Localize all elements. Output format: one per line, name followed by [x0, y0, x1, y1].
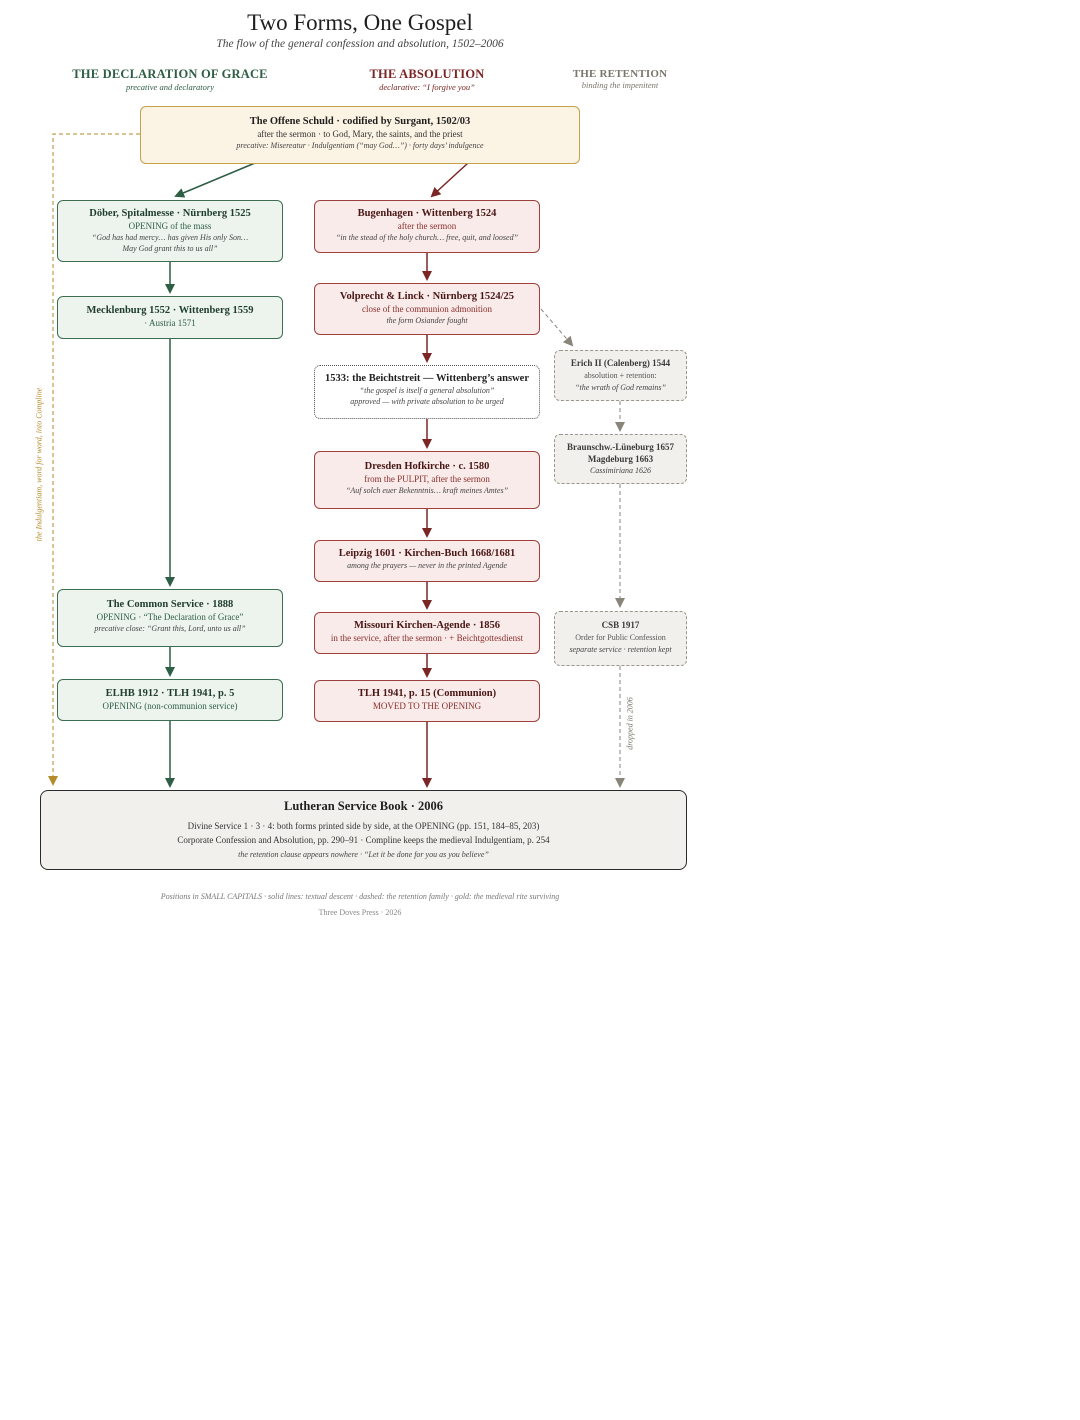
node-bugenhagen-1524: Bugenhagen · Wittenberg 1524 after the s… [314, 200, 540, 253]
node-note: the form Osiander fought [386, 316, 468, 325]
node-title: The Offene Schuld · codified by Surgant,… [249, 116, 471, 127]
column-header-retention: THE RETENTION binding the impenitent [550, 68, 690, 90]
node-note: Cassimiriana 1626 [589, 466, 652, 475]
node-title: Volprecht & Linck · Nürnberg 1524/25 [339, 291, 515, 302]
node-title: Bugenhagen · Wittenberg 1524 [357, 208, 497, 219]
node-note: “God has had mercy… has given His only S… [91, 233, 249, 242]
node-note: precative: Misereatur · Indulgentiam (“m… [236, 141, 484, 150]
node-lsb-2006: Lutheran Service Book · 2006 Divine Serv… [40, 790, 687, 870]
node-dresden-1580: Dresden Hofkirche · c. 1580 from the PUL… [314, 451, 540, 509]
node-elhb-1912: ELHB 1912 · TLH 1941, p. 5 OPENING (non-… [57, 679, 283, 721]
side-label-dropped: dropped in 2006 [625, 697, 635, 750]
node-line: after the sermon [397, 221, 457, 231]
node-note-2: approved — with private absolution to be… [350, 397, 504, 406]
node-beichtstreit-1533: 1533: the Beichtstreit — Wittenberg’s an… [314, 365, 540, 419]
footer-press: Three Doves Press · 2026 [318, 908, 402, 917]
node-title: Erich II (Calenberg) 1544 [570, 358, 671, 368]
node-line: from the PULPIT, after the sermon [364, 474, 490, 484]
node-mecklenburg-1552: Mecklenburg 1552 · Wittenberg 1559 · Aus… [57, 296, 283, 339]
column-label: THE RETENTION [572, 68, 668, 80]
node-title: Braunschw.-Lüneburg 1657 [566, 442, 675, 452]
column-header-absolution: THE ABSOLUTION declarative: “I forgive y… [316, 67, 538, 92]
column-label: THE DECLARATION OF GRACE [72, 67, 268, 81]
node-offene-schuld: The Offene Schuld · codified by Surgant,… [140, 106, 580, 164]
column-sublabel: precative and declaratory [126, 82, 214, 92]
node-common-service-1888: The Common Service · 1888 OPENING · “The… [57, 589, 283, 647]
connector-source-grace [174, 162, 256, 198]
node-dober-1525: Döber, Spitalmesse · Nürnberg 1525 OPENI… [57, 200, 283, 262]
node-line: absolution + retention: [584, 371, 657, 380]
side-label-indulgentiam: the Indulgentiam, word for word, into Co… [34, 387, 44, 542]
node-line: · Austria 1571 [144, 318, 196, 328]
node-erich-1544: Erich II (Calenberg) 1544 absolution + r… [554, 350, 687, 401]
node-note: “in the stead of the holy church… free, … [335, 233, 519, 242]
node-title: ELHB 1912 · TLH 1941, p. 5 [105, 688, 235, 699]
node-title: Mecklenburg 1552 · Wittenberg 1559 [86, 305, 254, 316]
column-label: THE ABSOLUTION [369, 67, 485, 81]
node-note: among the prayers — never in the printed… [347, 561, 507, 570]
node-title: CSB 1917 [601, 620, 640, 630]
node-note: precative close: “Grant this, Lord, unto… [94, 624, 246, 633]
node-braunschweig-1657: Braunschw.-Lüneburg 1657 Magdeburg 1663 … [554, 434, 687, 484]
node-note: the retention clause appears nowhere · “… [238, 850, 489, 859]
node-title: Döber, Spitalmesse · Nürnberg 1525 [89, 208, 251, 219]
node-line: close of the communion admonition [362, 304, 492, 314]
node-title: Leipzig 1601 · Kirchen-Buch 1668/1681 [338, 548, 516, 559]
node-tlh-1941-communion: TLH 1941, p. 15 (Communion) MOVED TO THE… [314, 680, 540, 722]
column-sublabel: declarative: “I forgive you” [379, 82, 475, 92]
node-note: separate service · retention kept [569, 645, 672, 654]
node-volprecht-linck: Volprecht & Linck · Nürnberg 1524/25 clo… [314, 283, 540, 335]
node-note-2: May God grant this to us all” [122, 244, 218, 253]
column-header-grace: THE DECLARATION OF GRACE precative and d… [60, 67, 280, 92]
node-note: “the gospel is itself a general absoluti… [359, 386, 495, 395]
node-line: OPENING · “The Declaration of Grace” [96, 612, 244, 622]
page-title: Two Forms, One Gospel [247, 10, 473, 35]
node-title: Lutheran Service Book · 2006 [283, 799, 444, 813]
node-leipzig-1601: Leipzig 1601 · Kirchen-Buch 1668/1681 am… [314, 540, 540, 582]
node-line: after the sermon · to God, Mary, the sai… [257, 129, 463, 139]
node-line-1: Divine Service 1 · 3 · 4: both forms pri… [187, 821, 540, 831]
page-subtitle: The flow of the general confession and a… [216, 38, 504, 50]
node-line-2: Corporate Confession and Absolution, pp.… [177, 835, 550, 845]
node-title: The Common Service · 1888 [106, 599, 234, 610]
node-line: MOVED TO THE OPENING [372, 701, 482, 711]
node-line: Order for Public Confession [575, 633, 666, 642]
node-title: Dresden Hofkirche · c. 1580 [364, 461, 490, 472]
node-note: “Auf solch euer Bekenntnis… kraft meines… [345, 486, 509, 495]
node-title: TLH 1941, p. 15 (Communion) [357, 688, 497, 699]
node-title: Missouri Kirchen-Agende · 1856 [354, 620, 500, 631]
column-sublabel: binding the impenitent [581, 80, 659, 90]
node-title-2: Magdeburg 1663 [587, 454, 654, 464]
node-csb-1917: CSB 1917 Order for Public Confession sep… [554, 611, 687, 666]
node-line: OPENING of the mass [128, 221, 212, 231]
connector-indulgentiam [48, 133, 140, 786]
connector-ret-branch [540, 308, 574, 347]
node-note: “the wrath of God remains” [575, 383, 666, 392]
node-missouri-1856: Missouri Kirchen-Agende · 1856 in the se… [314, 612, 540, 654]
node-title: 1533: the Beichtstreit — Wittenberg’s an… [324, 373, 530, 384]
connector-source-absolution [430, 162, 469, 198]
node-line: OPENING (non-communion service) [102, 701, 238, 711]
node-line: in the service, after the sermon · + Bei… [330, 633, 524, 643]
flow-connectors [48, 133, 625, 788]
footer-legend: Positions in SMALL CAPITALS · solid line… [160, 892, 560, 901]
